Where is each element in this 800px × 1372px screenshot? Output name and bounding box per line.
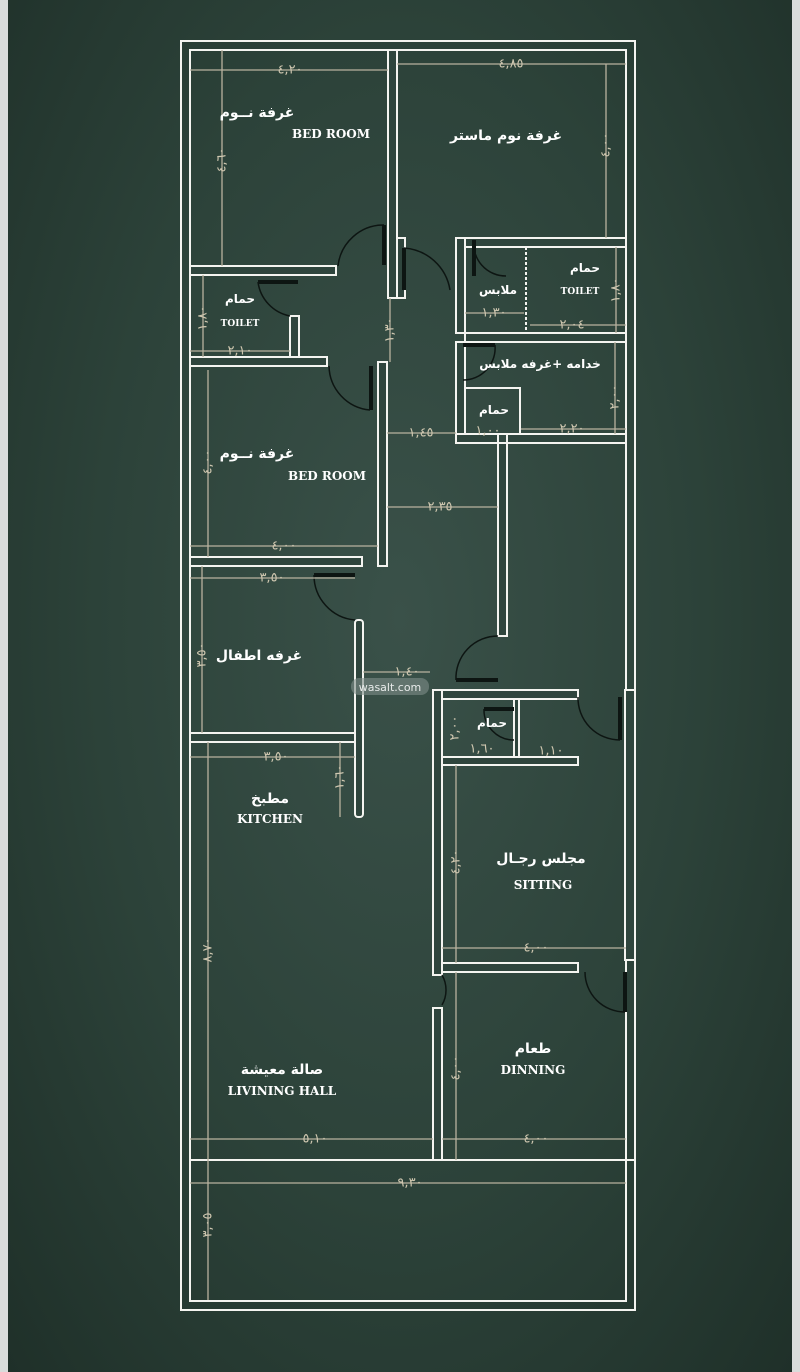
dim-label: ٤,٠٠	[523, 941, 548, 956]
dim-label: ٣,٥٠	[263, 750, 288, 765]
dim-label: ٢,١٠	[227, 344, 252, 359]
room-master-ar: غرفة نوم ماستر	[449, 128, 562, 144]
dim-label: ١,٨٠	[196, 305, 211, 330]
room-maid-ar: خدامه +غرفه ملابس	[479, 357, 601, 371]
dim-label: ١,٣٠	[383, 317, 398, 342]
dim-label: ٤,٠٠	[449, 1055, 464, 1080]
dim-label: ٤,٠٠	[271, 539, 296, 554]
dim-label: ٣,٥٠	[195, 642, 210, 667]
walls	[189, 49, 636, 1161]
room-toilet1-ar: حمام	[225, 292, 255, 307]
room-toilet1-en: TOILET	[221, 319, 260, 329]
doors	[257, 224, 627, 1013]
dim-label: ٢,٠٠	[608, 384, 623, 409]
dim-label: ٩,٣٠	[397, 1176, 422, 1191]
dim-label: ٤,٠٠	[201, 449, 216, 474]
room-labels: غرفة نــوم BED ROOM غرفة نوم ماستر ملابس…	[216, 105, 601, 1098]
outer-wall	[180, 40, 636, 1311]
room-kitchen-ar: مطبخ	[251, 791, 289, 807]
dim-label: ١,٦٠	[469, 742, 494, 757]
room-kids-ar: غرفه اطفال	[216, 648, 302, 664]
dim-label: ٣,٥٠	[259, 571, 284, 586]
dim-label: ٢,٠٠	[448, 715, 463, 740]
room-living-en: LIVINING HALL	[228, 1084, 337, 1098]
dim-label: ١,٠٠	[475, 424, 500, 439]
dim-label: ٢,٣٥	[427, 500, 452, 515]
dimension-labels: ٤,٢٠ ٤,٨٥ ٤,٦٠ ٤,٠٠ ١,٨٠ ٢,١٠ ١,٣٠ ١,٣٠ …	[195, 57, 624, 1238]
room-living-ar: صالة معيشة	[241, 1062, 323, 1078]
watermark: wasalt.com	[359, 681, 422, 694]
inner-wall	[189, 49, 627, 1302]
dim-label: ٤,٢٠	[277, 63, 302, 78]
dim-label: ١,٤٠	[394, 665, 419, 680]
dimension-lines	[190, 50, 626, 1300]
dim-label: ٤,٢٠	[449, 849, 464, 874]
room-bedroom1-ar: غرفة نــوم	[220, 105, 295, 121]
dim-label: ٤,٠٠	[523, 1132, 548, 1147]
room-dining-en: DINNING	[501, 1063, 566, 1077]
room-closet-ar: ملابس	[479, 283, 517, 297]
dim-label: ٤,٠٠	[599, 132, 614, 157]
dim-label: ١,٣٠	[481, 306, 506, 321]
dim-label: ٤,٦٠	[215, 147, 230, 172]
dim-label: ١,١٠	[538, 744, 563, 759]
room-bedroom2-en: BED ROOM	[288, 469, 366, 483]
dim-label: ٨,٧٠	[201, 937, 216, 962]
dim-label: ١,٤٥	[408, 426, 433, 441]
room-kitchen-en: KITCHEN	[237, 812, 303, 826]
room-bedroom2-ar: غرفة نــوم	[220, 446, 295, 462]
room-toilet-master-en: TOILET	[561, 287, 600, 297]
room-guest-bath-ar: حمام	[477, 716, 507, 731]
dim-label: ٤,٨٥	[498, 57, 523, 72]
room-maid-bath-ar: حمام	[479, 403, 509, 418]
room-toilet-master-ar: حمام	[570, 261, 600, 276]
dim-label: ٢,٠٤	[559, 318, 584, 333]
room-bedroom1-en: BED ROOM	[292, 127, 370, 141]
room-sitting-ar: مجلس رجـال	[496, 851, 585, 867]
watermark-badge	[351, 678, 429, 695]
dim-label: ٣,٠٥	[201, 1212, 216, 1237]
dim-label: ٢,٢٠	[559, 422, 584, 437]
dim-label: ٥,١٠	[302, 1132, 327, 1147]
room-dining-ar: طعام	[515, 1041, 552, 1057]
dim-label: ١,٨٠	[609, 277, 624, 302]
room-sitting-en: SITTING	[514, 878, 573, 892]
dim-label: ١,٦٠	[333, 764, 348, 789]
